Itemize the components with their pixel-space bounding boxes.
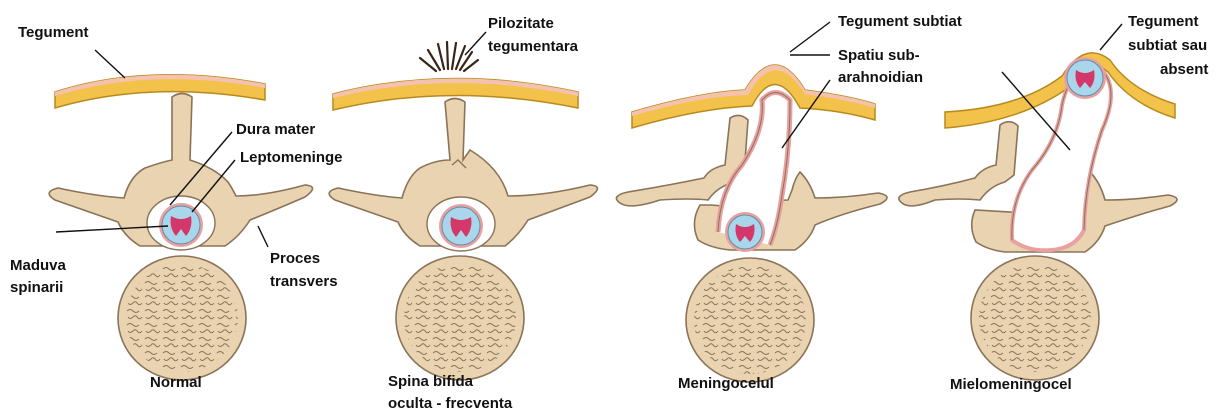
label-proces: Proces — [270, 250, 320, 267]
label-spatiu-sub: Spatiu sub- — [838, 47, 920, 64]
caption-meningocel: Meningocelul — [678, 375, 774, 392]
caption-mielomeningocel: Mielomeningocel — [950, 376, 1072, 393]
label-absent: absent — [1160, 61, 1208, 78]
label-tegument: Tegument — [18, 24, 89, 41]
label-tegument: Tegument — [1128, 13, 1199, 30]
caption-spina-bifida: Spina bifida — [388, 373, 474, 390]
hair-tuft — [420, 42, 478, 71]
label-dura-mater: Dura mater — [236, 121, 315, 138]
caption-oculta: oculta - frecventa — [388, 395, 513, 412]
label-tegumentara: tegumentara — [488, 38, 579, 55]
spinal-canal — [147, 196, 215, 250]
panel-spina-bifida-oculta: Pilozitate tegumentara Spina bifida ocul… — [329, 15, 597, 412]
label-subtiat-sau: subtiat sau — [1128, 37, 1207, 54]
skin-layer — [55, 75, 265, 108]
label-spinarii: spinarii — [10, 279, 63, 296]
label-maduva: Maduva — [10, 257, 67, 274]
label-leptomeninge: Leptomeninge — [240, 149, 343, 166]
spinal-canal — [427, 197, 495, 251]
panel-normal: Tegument Dura mater Leptomeninge Maduva … — [10, 24, 343, 391]
caption-normal: Normal — [150, 374, 202, 391]
label-arahnoidian: arahnoidian — [838, 69, 923, 86]
label-pilozitate: Pilozitate — [488, 15, 554, 32]
panel-mielomeningocel: Tegument subtiat sau absent Mielomeningo… — [899, 13, 1208, 393]
label-tegument-subtiat: Tegument subtiat — [838, 13, 962, 30]
label-transvers: transvers — [270, 273, 338, 290]
